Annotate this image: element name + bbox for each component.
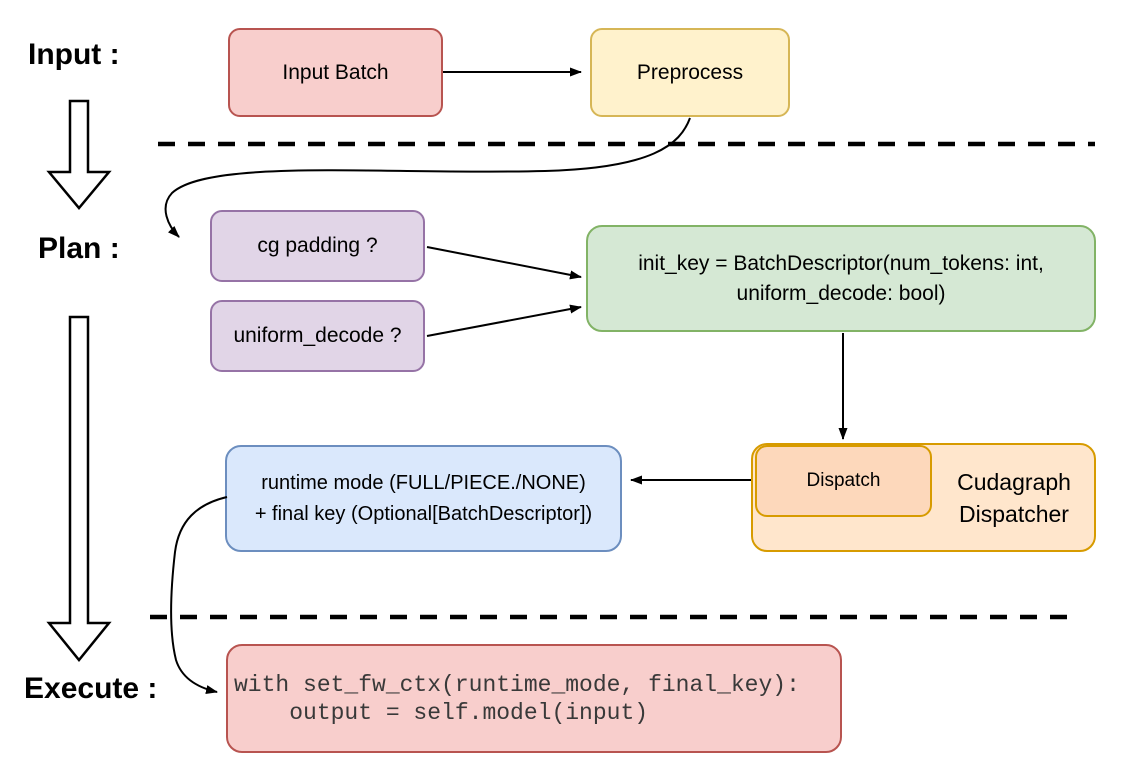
node-input-batch: Input Batch: [228, 28, 443, 117]
cudagraph-line2: Dispatcher: [959, 500, 1069, 527]
node-uniform-decode: uniform_decode ?: [210, 300, 425, 372]
node-uniform-decode-label: uniform_decode ?: [233, 324, 402, 347]
stage-arrow-plan-execute: [46, 315, 112, 662]
edge-uniform-decode-to-init-key: [426, 304, 582, 337]
stage-label-execute: Execute :: [24, 672, 158, 705]
runtime-final-line1: runtime mode (FULL/PIECE./NONE): [261, 471, 586, 494]
node-init-key-line1: init_key = BatchDescriptor(num_tokens: i…: [638, 251, 1044, 275]
node-preprocess: Preprocess: [590, 28, 790, 117]
runtime-final-line2: + final key (Optional[BatchDescriptor]): [254, 502, 593, 525]
node-input-batch-label: Input Batch: [282, 60, 389, 84]
node-execute-code: with set_fw_ctx(runtime_mode, final_key)…: [226, 644, 842, 753]
node-preprocess-label: Preprocess: [636, 60, 744, 84]
stage-label-input: Input :: [28, 38, 120, 71]
node-cg-padding-label: cg padding ?: [257, 234, 378, 257]
stage-arrow-input-plan: [46, 99, 112, 210]
cudagraph-line1: Cudagraph: [957, 468, 1071, 495]
node-init-key-line2: uniform_decode: bool): [736, 281, 946, 305]
node-cudagraph-dispatcher-label: Cudagraph Dispatcher: [938, 445, 1090, 550]
node-init-key: init_key = BatchDescriptor(num_tokens: i…: [586, 225, 1096, 332]
node-cg-padding: cg padding ?: [210, 210, 425, 282]
stage-label-plan: Plan :: [38, 232, 120, 265]
node-dispatch: Dispatch: [755, 445, 932, 517]
node-runtime-mode-final-key: runtime mode (FULL/PIECE./NONE) + final …: [225, 445, 622, 552]
edge-runtime-final-to-execute-code: [170, 496, 228, 694]
edge-cg-padding-to-init-key: [426, 246, 582, 280]
execute-code-line1: with set_fw_ctx(runtime_mode, final_key)…: [234, 671, 800, 698]
node-dispatch-label: Dispatch: [806, 470, 881, 491]
execute-code-line2: output = self.model(input): [234, 699, 649, 726]
